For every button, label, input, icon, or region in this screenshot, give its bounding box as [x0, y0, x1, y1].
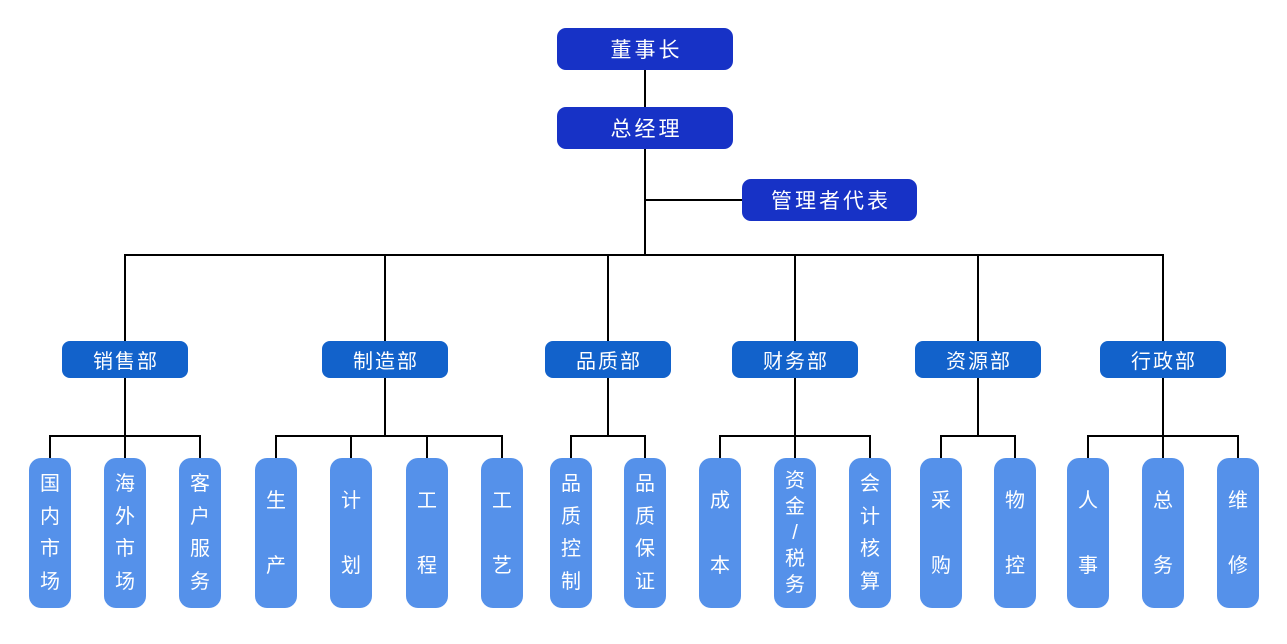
org-node-overseas-market: 海外市场: [104, 458, 146, 608]
org-node-general-manager: 总经理: [557, 107, 733, 149]
org-node-domestic-market: 国内市场: [29, 458, 71, 608]
org-node-process-craft: 工艺: [481, 458, 523, 608]
org-node-accounting: 会计核算: [849, 458, 891, 608]
org-node-customer-service: 客户服务: [179, 458, 221, 608]
org-node-dept-finance: 财务部: [732, 341, 858, 378]
org-node-procurement: 采购: [920, 458, 962, 608]
org-node-production: 生产: [255, 458, 297, 608]
org-node-funds-tax: 资金/税务: [774, 458, 816, 608]
org-node-chairman: 董事长: [557, 28, 733, 70]
org-node-dept-admin: 行政部: [1100, 341, 1226, 378]
org-node-management-representative: 管理者代表: [742, 179, 917, 221]
org-node-dept-resources: 资源部: [915, 341, 1041, 378]
org-node-quality-control: 品质控制: [550, 458, 592, 608]
org-node-engineering: 工程: [406, 458, 448, 608]
org-node-quality-assurance: 品质保证: [624, 458, 666, 608]
org-node-maintenance: 维修: [1217, 458, 1259, 608]
org-node-hr: 人事: [1067, 458, 1109, 608]
org-node-planning: 计划: [330, 458, 372, 608]
org-node-general-affairs: 总务: [1142, 458, 1184, 608]
org-node-dept-quality: 品质部: [545, 341, 671, 378]
org-node-dept-sales: 销售部: [62, 341, 188, 378]
org-node-material-control: 物控: [994, 458, 1036, 608]
org-node-dept-manufacturing: 制造部: [322, 341, 448, 378]
org-node-cost: 成本: [699, 458, 741, 608]
